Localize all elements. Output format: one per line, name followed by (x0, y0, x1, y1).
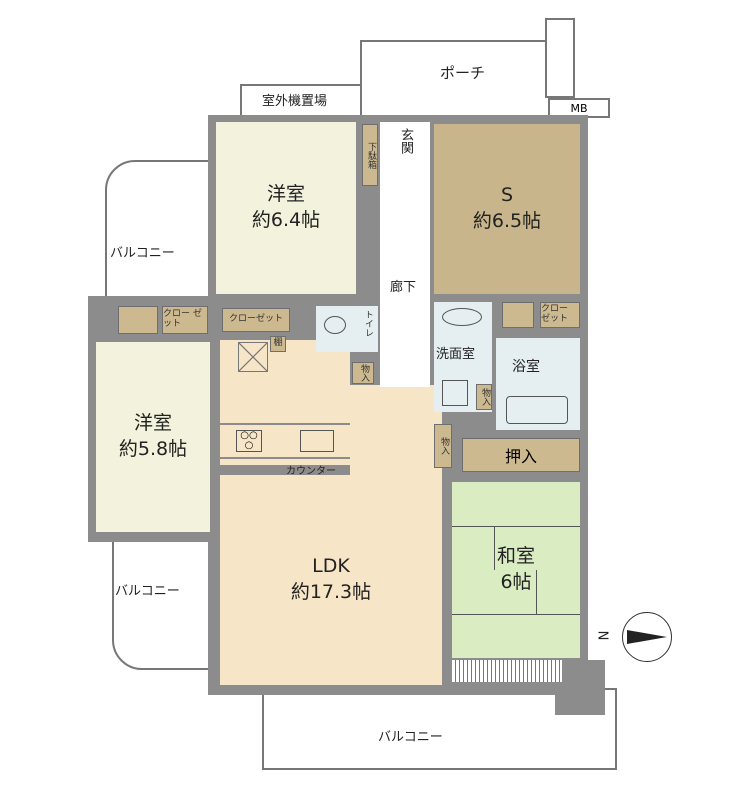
ldk: LDK 約17.3帖 (220, 475, 442, 685)
room-name: 和室 (496, 544, 535, 570)
room-size: 約5.8帖 (118, 438, 188, 460)
outdoor-unit-area (240, 84, 362, 120)
storage-2: 物入 (476, 384, 492, 410)
closet-s-b: クロー ゼット (540, 302, 580, 328)
hallway (380, 122, 430, 387)
room-size: 約17.3帖 (290, 581, 372, 603)
north-arrow-icon (627, 630, 667, 644)
ldk-entry (350, 385, 442, 480)
compass-north-label: N (597, 630, 613, 641)
balcony-upper-left (105, 160, 215, 300)
room-size: 6帖 (500, 570, 532, 596)
toilet-room: トイレ (316, 306, 378, 352)
japanese-room: 和室 6帖 (452, 482, 580, 658)
hallway-label: 廊下 (390, 280, 417, 295)
kitchen-counter: ○○○ (220, 423, 350, 459)
porch-label: ポーチ (440, 64, 486, 82)
closet-ldk: クローゼット (222, 308, 290, 332)
porch-side-wall (545, 18, 575, 98)
toilet-icon (324, 316, 346, 334)
oshiire: 押入 (462, 438, 580, 472)
room-name: 洋室 (133, 412, 172, 435)
porch-area (360, 40, 560, 118)
outdoor-unit-label: 室外機置場 (262, 94, 328, 109)
entrance-label: 玄関 (398, 128, 413, 154)
toilet-label: トイレ (362, 310, 373, 337)
closet-s-a (502, 302, 534, 328)
bathroom: 浴室 (496, 338, 580, 430)
western-room-1: 洋室 約6.4帖 (216, 122, 356, 294)
sink-icon (300, 430, 334, 452)
western-room-2: 洋室 約5.8帖 (96, 342, 210, 532)
closet-western2-b: クロー ゼット (162, 306, 208, 334)
closet-western2-a (118, 306, 158, 334)
room-name: S (500, 184, 514, 207)
counter-label: カウンター (286, 466, 336, 477)
shelf: 棚 (270, 336, 286, 352)
compass (622, 612, 672, 662)
duct-shaft (238, 342, 268, 372)
room-name: 洋室 (266, 183, 305, 206)
room-size: 約6.4帖 (251, 209, 321, 231)
corner-column (555, 660, 605, 715)
engawa-floor (452, 660, 562, 682)
storage-1: 物入 (352, 362, 374, 384)
washbasin-icon (442, 308, 482, 326)
balcony-label-upper-left: バルコニー (110, 246, 175, 261)
bathtub-icon (506, 396, 568, 424)
room-size: 約6.5帖 (472, 210, 542, 232)
washroom-label: 洗面室 (436, 347, 476, 362)
storage-3: 物入 (434, 424, 452, 468)
shoe-box: 下駄箱 (362, 124, 378, 186)
room-name: LDK (312, 555, 350, 578)
balcony-lower-left (112, 535, 212, 670)
washer-pan-icon (442, 380, 468, 406)
stove-icon: ○○○ (236, 430, 262, 452)
bathroom-label: 浴室 (512, 359, 540, 375)
service-room: S 約6.5帖 (434, 124, 580, 294)
balcony-label-bottom: バルコニー (378, 730, 443, 745)
balcony-label-lower-left: バルコニー (115, 584, 180, 599)
